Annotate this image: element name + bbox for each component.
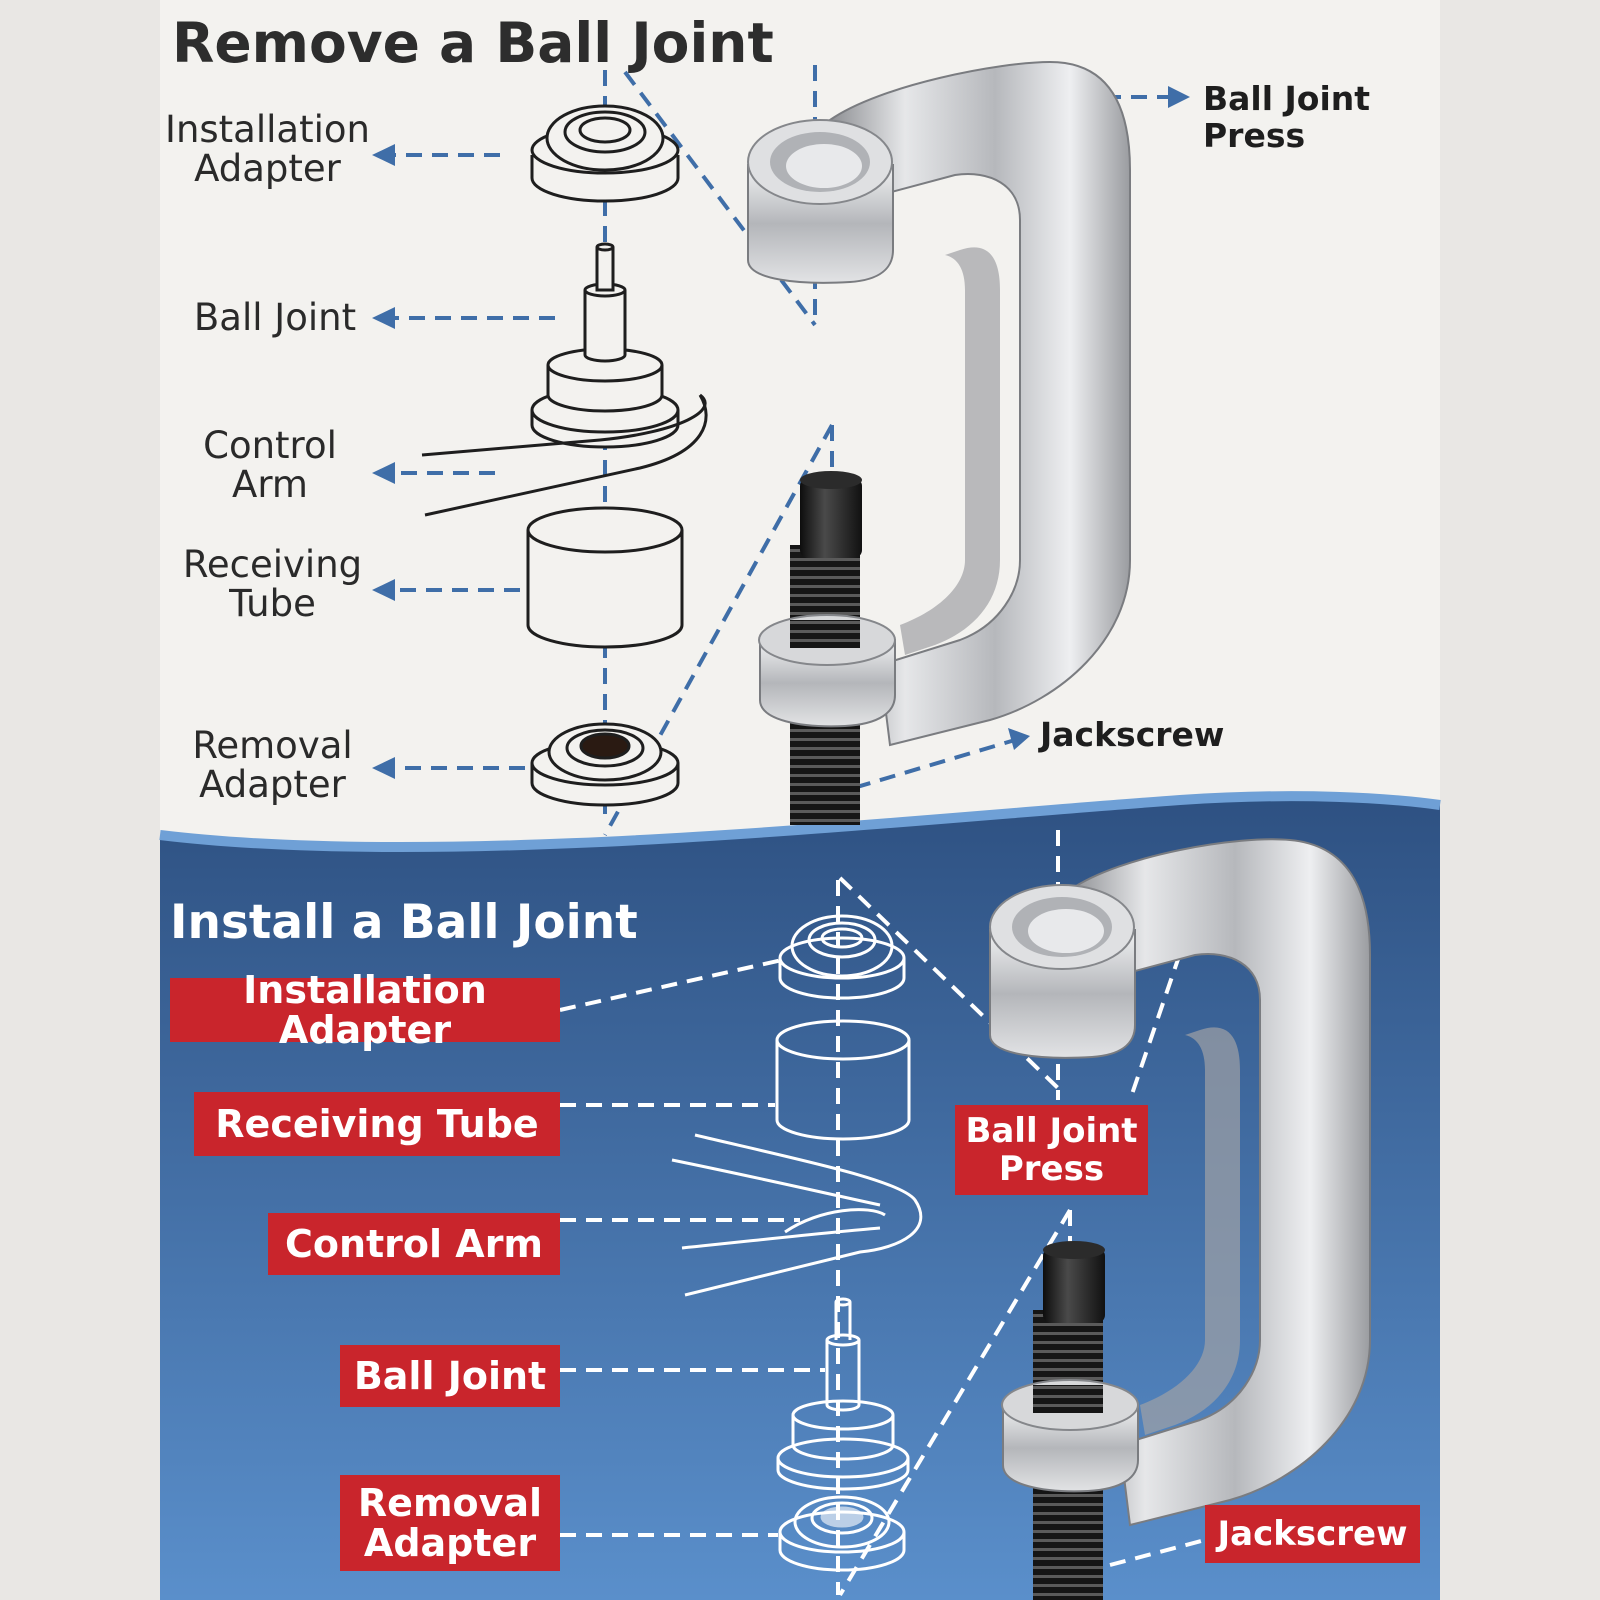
remove-label-jackscrew: Jackscrew xyxy=(1040,716,1224,753)
install-label-jackscrew: Jackscrew xyxy=(1205,1505,1420,1563)
install-label-receiving-tube: Receiving Tube xyxy=(194,1092,560,1156)
receiving-tube-icon xyxy=(528,508,682,647)
remove-label-installation-adapter: Installation Adapter xyxy=(165,110,370,188)
install-label-control-arm: Control Arm xyxy=(268,1213,560,1275)
remove-label-ball-joint: Ball Joint xyxy=(180,298,370,337)
remove-label-removal-adapter: Removal Adapter xyxy=(175,726,370,804)
install-label-removal-adapter: Removal Adapter xyxy=(340,1475,560,1571)
install-label-ball-joint-press: Ball Joint Press xyxy=(955,1105,1148,1195)
remove-label-receiving-tube: Receiving Tube xyxy=(175,545,370,623)
remove-title: Remove a Ball Joint xyxy=(172,8,774,78)
remove-label-control-arm: Control Arm xyxy=(180,426,360,504)
remove-label-ball-joint-press: Ball Joint Press xyxy=(1203,80,1370,154)
install-label-ball-joint: Ball Joint xyxy=(340,1345,560,1407)
install-title: Install a Ball Joint xyxy=(170,893,638,953)
install-label-installation-adapter: Installation Adapter xyxy=(170,978,560,1042)
